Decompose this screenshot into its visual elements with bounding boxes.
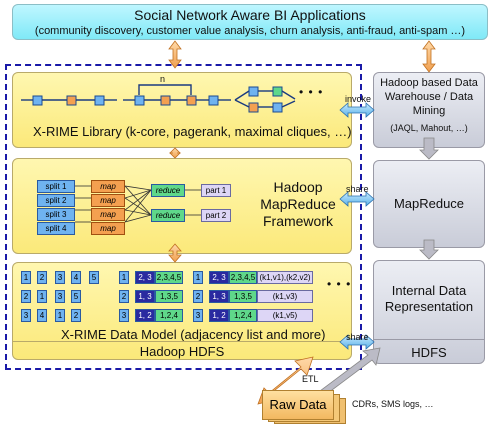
xrime-container <box>5 64 362 370</box>
model-cell: 2, 3 <box>209 271 229 284</box>
model-cell: 1,3,5 <box>155 290 183 303</box>
data-warehouse-box: Hadoop based Data Warehouse / Data Minin… <box>373 72 485 148</box>
hdfs-right-divider <box>374 339 484 340</box>
internal-data-label: Internal Data Representation <box>384 283 474 314</box>
share-label-2: share <box>346 332 369 342</box>
model-cell: 2, 3 <box>135 271 155 284</box>
banner-subtitle: (community discovery, customer value ana… <box>34 25 466 37</box>
hdfs-right-label: HDFS <box>411 345 447 360</box>
framework-box: split 1 split 2 split 3 split 4 map map … <box>12 158 352 254</box>
data-warehouse-title: Hadoop based Data Warehouse / Data Minin… <box>380 77 478 117</box>
model-cell: 3 <box>55 290 65 303</box>
hdfs-divider <box>13 341 351 342</box>
model-cell: 2 <box>37 271 47 284</box>
model-cell: 1 <box>55 309 65 322</box>
library-graphs <box>21 84 296 113</box>
framework-title: Hadoop MapReduce Framework <box>260 179 336 229</box>
model-cell: 2,3,4,5 <box>155 271 183 284</box>
mapreduce-label: MapReduce <box>393 196 465 211</box>
splits: split 1 split 2 split 3 split 4 <box>37 180 75 235</box>
split-item: split 3 <box>37 208 75 221</box>
model-cell: 3 <box>193 309 203 322</box>
library-ellipsis: • • • <box>299 85 324 99</box>
model-cell: 2 <box>119 290 129 303</box>
map-task: map <box>91 208 125 221</box>
etl-label: ETL <box>302 374 319 384</box>
model-cell: 1,2,4 <box>155 309 183 322</box>
model-cell: (k1,v5) <box>257 309 313 322</box>
library-label: X-RIME Library (k-core, pagerank, maxima… <box>33 124 352 139</box>
split-item: split 1 <box>37 180 75 193</box>
model-group-2: 1 2, 3 2,3,4,5 2 1, 3 1,3,5 3 1, 2 1,2,4 <box>113 268 193 328</box>
banner-title: Social Network Aware BI Applications <box>134 7 366 23</box>
model-cell: 1, 2 <box>209 309 229 322</box>
data-model-label: X-RIME Data Model (adjacency list and mo… <box>61 327 326 342</box>
model-cell: 1,3,5 <box>229 290 257 303</box>
model-cell: 2 <box>71 309 81 322</box>
framework-arrows <box>75 185 201 223</box>
model-cell: 4 <box>71 271 81 284</box>
share-label-1: share <box>346 184 369 194</box>
model-cell: 2 <box>21 290 31 303</box>
raw-data-note: CDRs, SMS logs, … <box>352 399 434 409</box>
model-cell: 2,3,4,5 <box>229 271 257 284</box>
invoke-label: invoke <box>345 94 372 104</box>
model-cell: 5 <box>89 271 99 284</box>
model-cell: 1, 2 <box>135 309 155 322</box>
banner: Social Network Aware BI Applications (co… <box>12 4 488 40</box>
model-cell: 1 <box>21 271 31 284</box>
model-ellipsis: • • • <box>327 277 352 291</box>
model-group-3: 1 2, 3 2,3,4,5 (k1,v1),(k2,v2) 2 1, 3 1,… <box>193 268 333 328</box>
raw-data-label: Raw Data <box>269 397 327 412</box>
map-tasks: map map map map <box>91 180 125 235</box>
model-cell: 1, 3 <box>209 290 229 303</box>
model-group-1: 1 2 3 4 5 2 1 3 5 3 4 1 2 <box>13 268 113 328</box>
model-cell: (k1,v3) <box>257 290 313 303</box>
part-output: part 2 <box>201 209 231 222</box>
model-cell: 4 <box>37 309 47 322</box>
model-cell: 1 <box>193 271 203 284</box>
reduce-task: reduce <box>151 209 185 222</box>
model-cell: 1, 3 <box>135 290 155 303</box>
data-warehouse-sub: (JAQL, Mahout, …) <box>390 123 468 133</box>
map-task: map <box>91 194 125 207</box>
model-cell: 3 <box>55 271 65 284</box>
model-cell: 2 <box>193 290 203 303</box>
model-cell: 3 <box>119 309 129 322</box>
split-item: split 4 <box>37 222 75 235</box>
model-cell: 3 <box>21 309 31 322</box>
model-cell: (k1,v1),(k2,v2) <box>257 271 313 284</box>
library-n-marker: n <box>160 74 166 84</box>
split-item: split 2 <box>37 194 75 207</box>
data-model-box: 1 2 3 4 5 2 1 3 5 3 4 1 2 1 2, 3 2,3,4,5… <box>12 262 352 360</box>
model-cell: 1 <box>119 271 129 284</box>
internal-data-box: Internal Data Representation HDFS <box>373 260 485 364</box>
map-task: map <box>91 180 125 193</box>
model-cell: 1,2,4 <box>229 309 257 322</box>
model-cell: 1 <box>37 290 47 303</box>
raw-data-box: Raw Data <box>262 390 334 420</box>
model-cell: 5 <box>71 290 81 303</box>
hadoop-hdfs-label: Hadoop HDFS <box>139 344 225 359</box>
map-task: map <box>91 222 125 235</box>
part-output: part 1 <box>201 184 231 197</box>
reduce-task: reduce <box>151 184 185 197</box>
